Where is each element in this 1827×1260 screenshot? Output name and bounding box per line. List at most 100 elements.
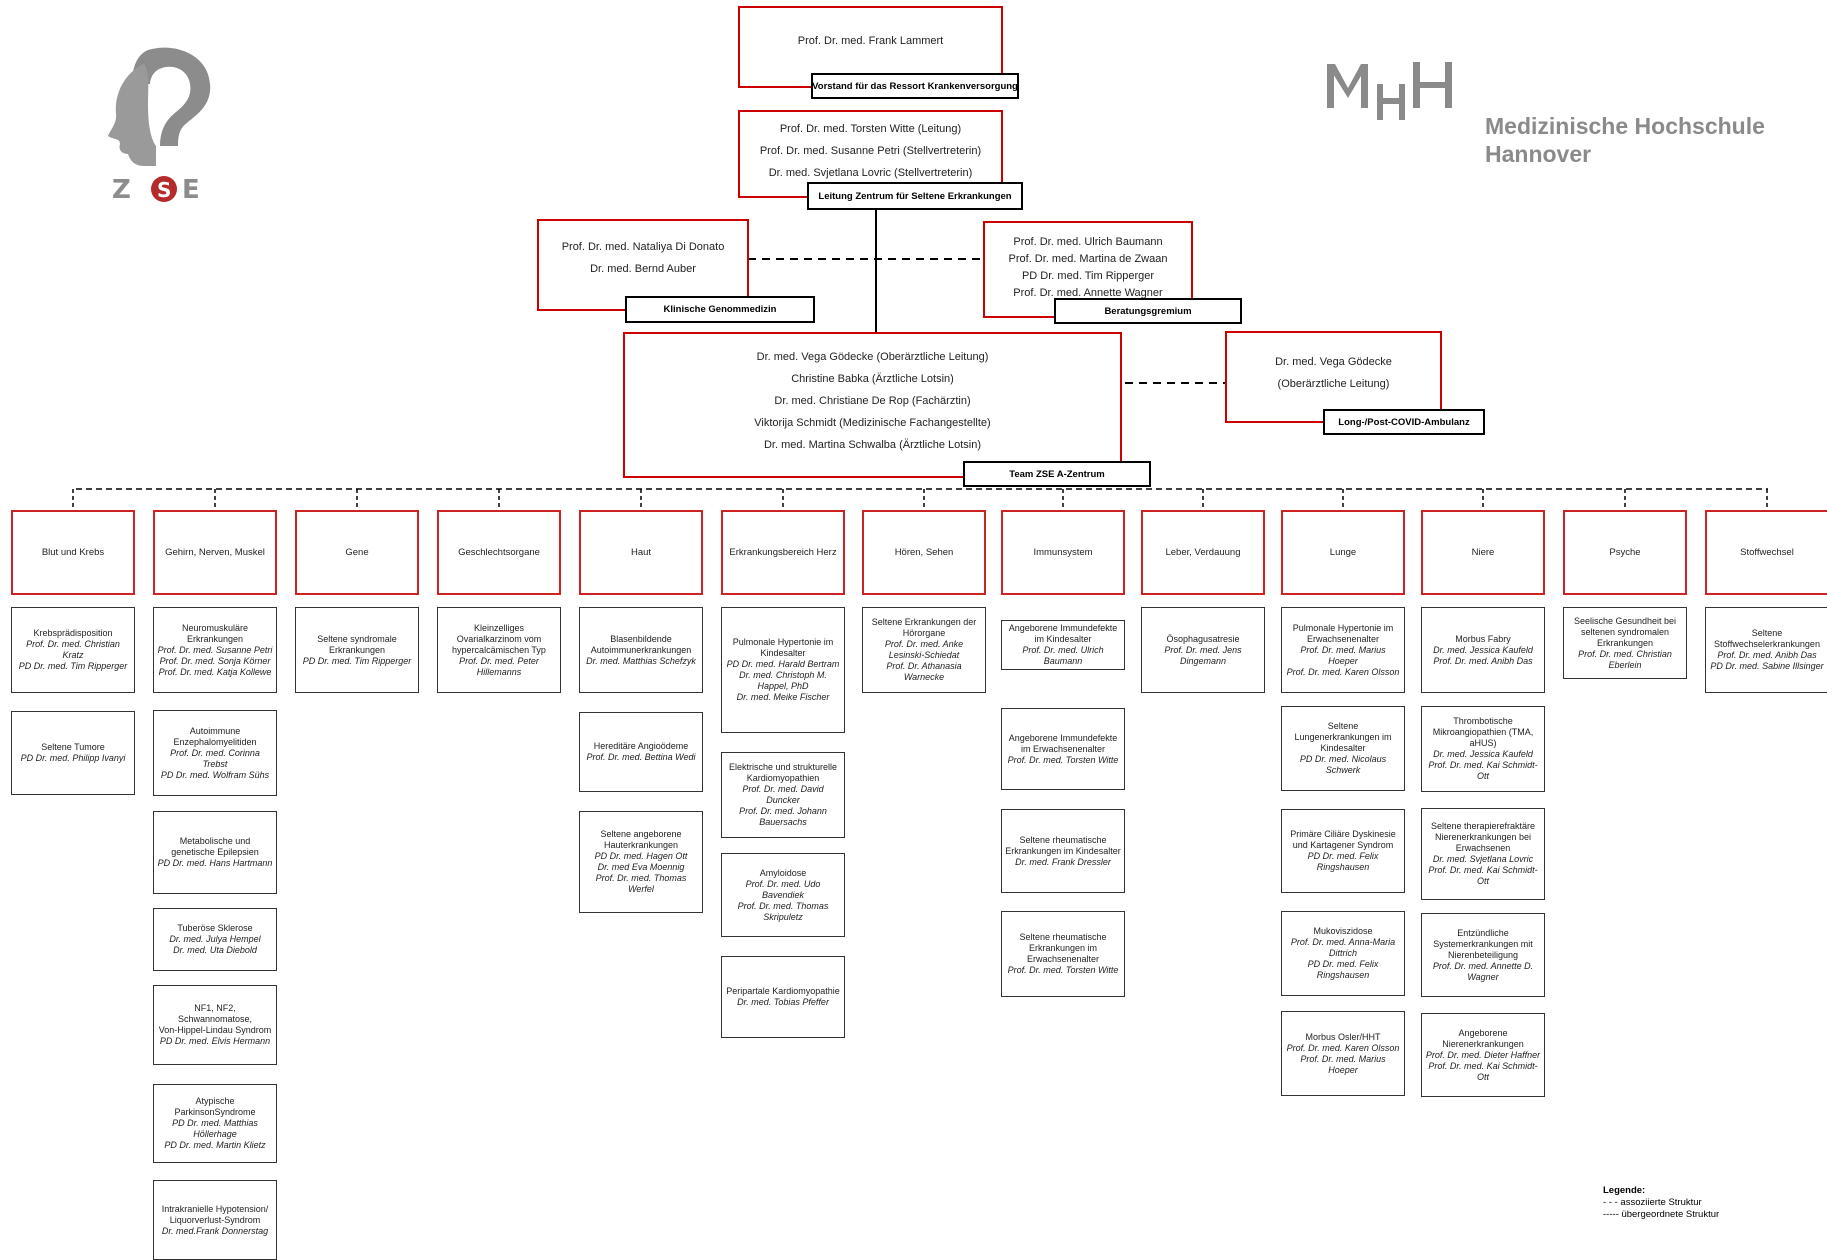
subspecialty-physicians: Dr. med. Matthias Schefzyk xyxy=(586,655,696,666)
category-label: Stoffwechsel xyxy=(1740,547,1794,558)
subspecialty-physicians: Prof. Dr. med. Torsten Witte xyxy=(1007,754,1119,765)
subspecialty-title: Autoimmune Enzephalomyelitiden xyxy=(173,725,257,747)
category-box: Hören, Sehen xyxy=(862,510,986,595)
subspecialty-box: Kleinzelliges Ovarialkarzinom vom hyperc… xyxy=(437,607,561,693)
covid-box: Dr. med. Vega Gödecke (Oberärztliche Lei… xyxy=(1225,331,1442,423)
category-box: Stoffwechsel xyxy=(1705,510,1827,595)
subspecialty-title: Kleinzelliges Ovarialkarzinom vom hyperc… xyxy=(452,622,546,655)
leitung-line: Prof. Dr. med. Susanne Petri (Stellvertr… xyxy=(759,145,982,157)
zse-letter-z: Z xyxy=(112,175,131,202)
subspecialty-title: Seltene Stoffwechselerkrankungen xyxy=(1714,628,1820,649)
subspecialty-physicians: Dr. med. Jessica Kaufeld Prof. Dr. med. … xyxy=(1433,644,1533,666)
subspecialty-physicians: Prof. Dr. med. Jens Dingemann xyxy=(1164,644,1242,666)
covid-line: Dr. med. Vega Gödecke xyxy=(1275,356,1392,368)
beratung-line: Prof. Dr. med. Martina de Zwaan xyxy=(1008,252,1168,265)
leitung-line: Prof. Dr. med. Torsten Witte (Leitung) xyxy=(779,123,962,135)
subspecialty-physicians: Dr. med. Tobias Pfeffer xyxy=(737,997,829,1007)
subspecialty-title: Seltene therapierefraktäre Nierenerkrank… xyxy=(1430,821,1536,853)
category-box: Gene xyxy=(295,510,419,595)
subspecialty-physicians: Dr. med. Svjetlana Lovric Prof. Dr. med.… xyxy=(1428,854,1538,886)
category-label: Blut und Krebs xyxy=(41,547,105,558)
subspecialty-title: Entzündliche Systemerkrankungen mit Nier… xyxy=(1433,927,1533,960)
category-box: Blut und Krebs xyxy=(11,510,135,595)
subspecialty-physicians: Dr. med. Jessica Kaufeld Prof. Dr. med. … xyxy=(1428,749,1538,781)
subspecialty-title: Seltene rheumatische Erkrankungen im Kin… xyxy=(1005,834,1121,856)
subspecialty-title: Ösophagusatresie xyxy=(1166,633,1240,644)
category-box: Immunsystem xyxy=(1001,510,1125,595)
beratung-line: Prof. Dr. med. Ulrich Baumann xyxy=(1013,235,1163,248)
genom-line: Prof. Dr. med. Nataliya Di Donato xyxy=(561,241,725,253)
subspecialty-box: Seltene Lungenerkrankungen im Kindesalte… xyxy=(1281,706,1405,791)
team-line: Dr. med. Martina Schwalba (Ärztliche Lot… xyxy=(763,439,982,451)
subspecialty-box: Seltene rheumatische Erkrankungen im Kin… xyxy=(1001,809,1125,893)
subspecialty-title: Metabolische und genetische Epilepsien xyxy=(171,836,259,857)
category-label: Lunge xyxy=(1329,547,1357,558)
subspecialty-physicians: Prof. Dr. med. Corinna Trebst PD Dr. med… xyxy=(160,747,270,780)
subspecialty-title: Pulmonale Hypertonie im Erwachsenenalter xyxy=(1292,622,1394,644)
subspecialty-physicians: PD Dr. med. Elvis Hermann xyxy=(159,1036,271,1046)
subspecialty-physicians: PD Dr. med. Matthias Höllerhage PD Dr. m… xyxy=(164,1118,266,1150)
subspecialty-title: Pulmonale Hypertonie im Kindesalter xyxy=(732,637,834,658)
subspecialty-physicians: Prof. Dr. med. Anna-Maria Dittrich PD Dr… xyxy=(1290,937,1396,980)
subspecialty-physicians: Prof. Dr. med. Anke Lesinski-Schiedat Pr… xyxy=(884,639,964,682)
subspecialty-physicians: Prof. Dr. med. Bettina Wedi xyxy=(586,752,696,762)
subspecialty-title: Neuromuskuläre Erkrankungen xyxy=(181,622,249,644)
subspecialty-physicians: Prof. Dr. med. Marius Hoeper Prof. Dr. m… xyxy=(1286,644,1400,677)
mhh-name-line2: Hannover xyxy=(1485,141,1592,167)
subspecialty-box: Pulmonale Hypertonie im Erwachsenenalter… xyxy=(1281,607,1405,693)
category-label: Gehirn, Nerven, Muskel xyxy=(165,547,265,558)
leitung-tag: Leitung Zentrum für Seltene Erkrankungen xyxy=(807,182,1023,210)
subspecialty-title: Angeborene Immundefekte im Erwachsenenal… xyxy=(1008,732,1118,754)
subspecialty-title: Seltene Erkrankungen der Hörorgane xyxy=(871,617,977,638)
subspecialty-box: Thrombotische Mikroangiopathien (TMA, aH… xyxy=(1421,706,1545,792)
subspecialty-physicians: Prof. Dr. med. Anibh Das PD Dr. med. Sab… xyxy=(1710,650,1824,671)
team-line: Dr. med. Christiane De Rop (Fachärztin) xyxy=(774,395,971,407)
subspecialty-physicians: PD Dr. med. Hagen Ott Dr. med Eva Moenni… xyxy=(594,851,688,894)
subspecialty-physicians: Prof. Dr. med. Peter Hillemanns xyxy=(459,655,539,677)
category-label: Immunsystem xyxy=(1033,547,1093,558)
subspecialty-physicians: Prof. Dr. med. Torsten Witte xyxy=(1007,965,1119,975)
team-box: Dr. med. Vega Gödecke (Oberärztliche Lei… xyxy=(623,332,1122,478)
subspecialty-box: Seltene rheumatische Erkrankungen im Erw… xyxy=(1001,911,1125,997)
team-line: Viktorija Schmidt (Medizinische Fachange… xyxy=(754,417,991,429)
category-box: Gehirn, Nerven, Muskel xyxy=(153,510,277,595)
covid-line: (Oberärztliche Leitung) xyxy=(1277,378,1390,390)
beratung-line: Prof. Dr. med. Annette Wagner xyxy=(1013,286,1163,299)
subspecialty-title: Intrakranielle Hypotension/ Liquorverlus… xyxy=(161,1203,269,1225)
team-line: Christine Babka (Ärztliche Lotsin) xyxy=(791,373,954,385)
subspecialty-box: Seelische Gesundheit bei seltenen syndro… xyxy=(1563,607,1687,679)
category-label: Hören, Sehen xyxy=(894,547,954,558)
category-box: Lunge xyxy=(1281,510,1405,595)
vorstand-name: Prof. Dr. med. Frank Lammert xyxy=(797,35,944,47)
covid-tag: Long-/Post-COVID-Ambulanz xyxy=(1323,409,1485,435)
subspecialty-title: Angeborene Nierenerkrankungen xyxy=(1442,1027,1524,1049)
subspecialty-title: Hereditäre Angioödeme xyxy=(593,741,689,751)
zse-logo: Z S E xyxy=(108,47,211,202)
subspecialty-title: Krebsprädisposition xyxy=(33,628,113,638)
subspecialty-physicians: Prof. Dr. med. Susanne Petri Prof. Dr. m… xyxy=(157,644,273,677)
category-label: Geschlechtsorgane xyxy=(458,547,540,558)
subspecialty-physicians: PD Dr. med. Felix Ringshausen xyxy=(1307,851,1379,872)
question-mark-head-icon xyxy=(132,47,211,146)
category-box: Niere xyxy=(1421,510,1545,595)
leitung-line: Dr. med. Svjetlana Lovric (Stellvertrete… xyxy=(768,167,973,179)
genom-line: Dr. med. Bernd Auber xyxy=(590,263,696,275)
subspecialty-title: NF1, NF2, Schwannomatose, Von-Hippel-Lin… xyxy=(158,1003,272,1035)
mhh-logo xyxy=(1327,62,1452,120)
subspecialty-title: Seltene rheumatische Erkrankungen im Erw… xyxy=(1019,932,1107,964)
subspecialty-title: Primäre Ciliäre Dyskinesie und Kartagene… xyxy=(1290,829,1396,850)
subspecialty-physicians: Prof. Dr. med. Dieter Haffner Prof. Dr. … xyxy=(1425,1049,1541,1082)
vorstand-tag: Vorstand für das Ressort Krankenversorgu… xyxy=(811,73,1019,99)
subspecialty-title: Blasenbildende Autoimmunerkrankungen xyxy=(590,633,692,655)
subspecialty-title: Thrombotische Mikroangiopathien (TMA, aH… xyxy=(1432,716,1534,748)
subspecialty-physicians: Prof. Dr. med. Annette D. Wagner xyxy=(1432,960,1534,982)
subspecialty-physicians: Prof. Dr. med. Karen Olsson Prof. Dr. me… xyxy=(1286,1042,1400,1075)
